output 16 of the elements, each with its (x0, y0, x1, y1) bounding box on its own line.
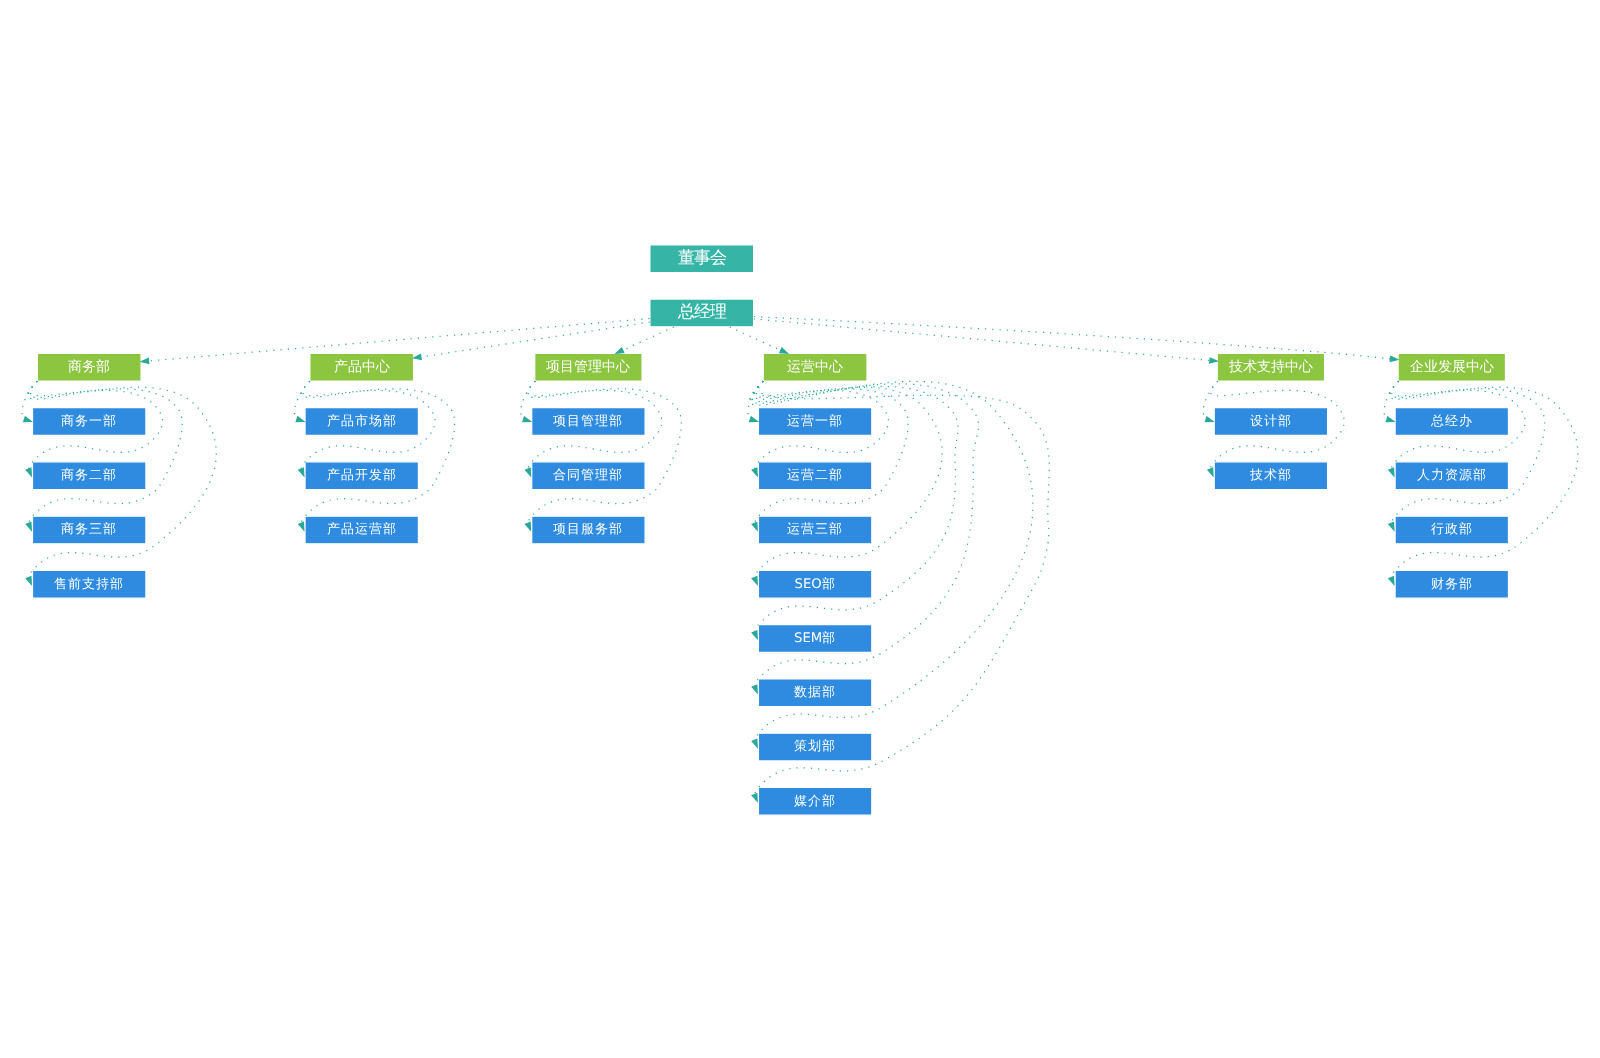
arrow (729, 325, 790, 354)
arrow (749, 379, 1034, 748)
node-box: 董事会 (649, 243, 755, 273)
arrow (1206, 379, 1345, 477)
arrow (753, 314, 1400, 362)
arrow (753, 317, 1219, 363)
arrow (139, 316, 651, 364)
arrow (411, 320, 651, 360)
arrow (1387, 379, 1579, 585)
node-box: 总经理 (649, 297, 755, 327)
arrow (750, 379, 980, 694)
arrow (297, 379, 456, 531)
arrow (614, 325, 675, 354)
arrow (25, 379, 217, 585)
arrow (751, 379, 1050, 802)
arrow (524, 379, 682, 531)
